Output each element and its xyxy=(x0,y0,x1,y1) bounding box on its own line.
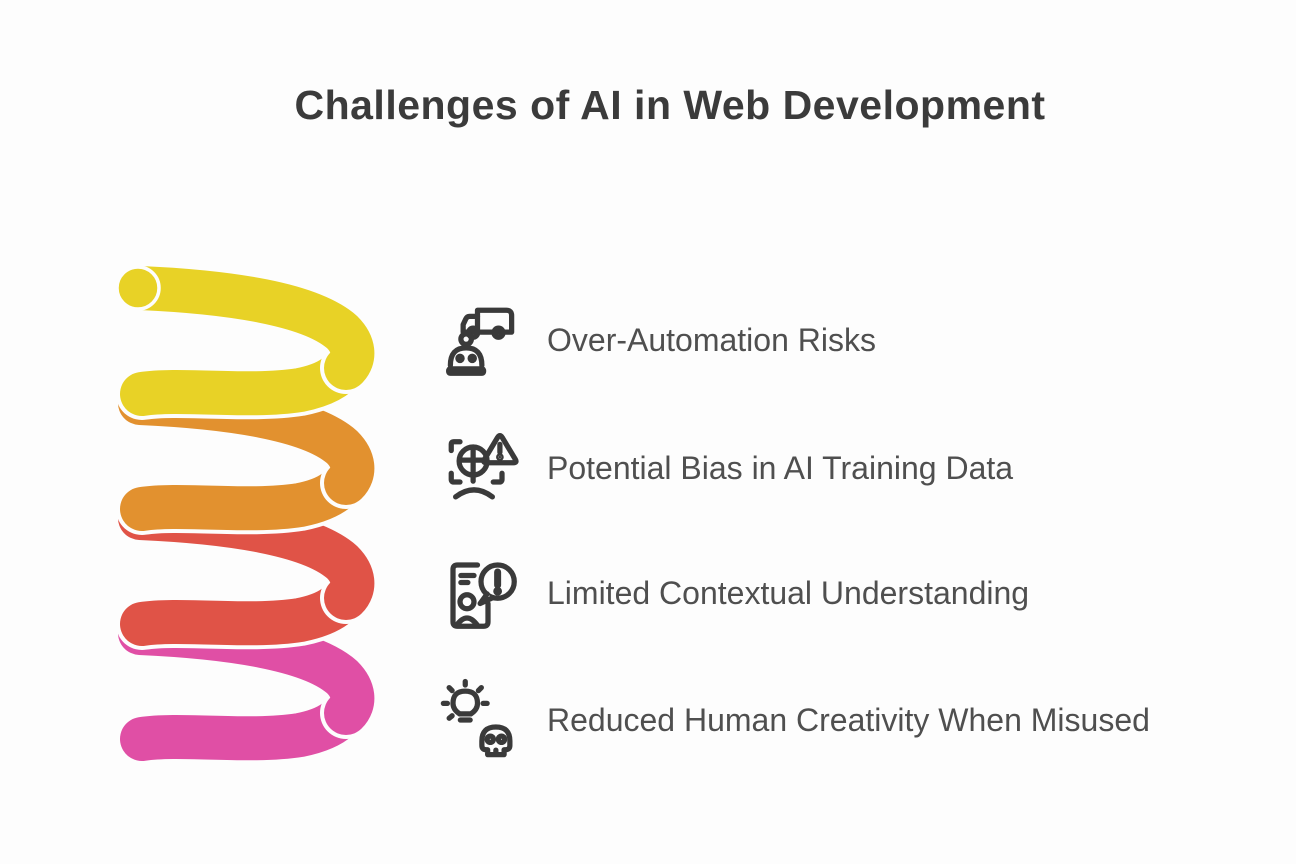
robot-delivery-truck-icon xyxy=(437,296,525,384)
challenge-label: Limited Contextual Understanding xyxy=(547,575,1030,611)
challenge-item-creativity: Reduced Human Creativity When Misused xyxy=(437,676,1150,764)
profile-alert-bubble-icon xyxy=(437,549,525,637)
spiral-coil-graphic xyxy=(114,262,379,765)
face-scan-warning-icon xyxy=(437,424,525,512)
spiral-loop-yellow xyxy=(114,262,379,420)
challenge-label: Potential Bias in AI Training Data xyxy=(547,450,1014,486)
page-title: Challenges of AI in Web Development xyxy=(294,82,1046,128)
challenge-label: Over-Automation Risks xyxy=(547,322,876,358)
challenge-label: Reduced Human Creativity When Misused xyxy=(547,702,1150,738)
lightbulb-skull-icon xyxy=(437,676,525,764)
challenge-item-bias: Potential Bias in AI Training Data xyxy=(437,424,1013,512)
challenge-item-over-automation: Over-Automation Risks xyxy=(437,296,876,384)
challenge-item-context: Limited Contextual Understanding xyxy=(437,549,1029,637)
spiral-end-cap xyxy=(115,265,161,311)
